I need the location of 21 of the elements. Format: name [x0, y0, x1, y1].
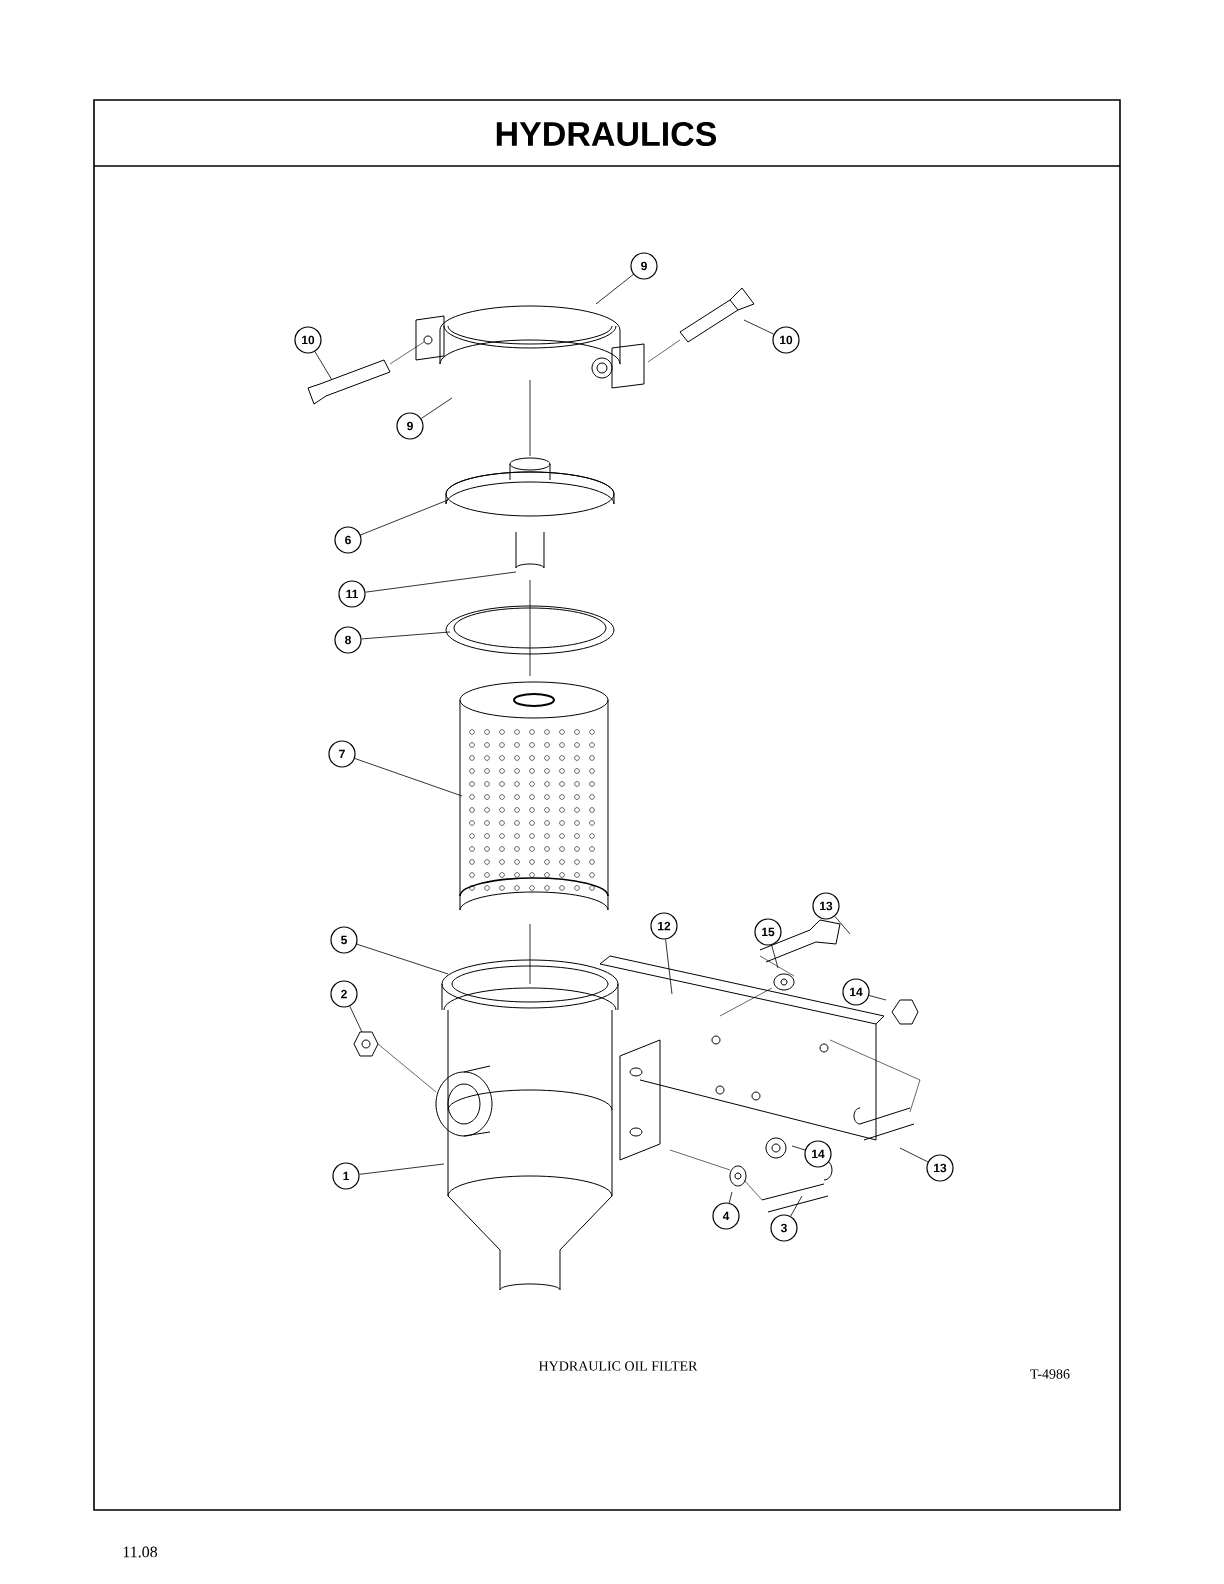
- leader-line: [791, 1145, 806, 1151]
- leader-line: [790, 1195, 803, 1217]
- leader-line: [365, 571, 517, 593]
- leader-line: [360, 499, 449, 536]
- page-number: 11.08: [123, 1546, 158, 1558]
- leader-line: [420, 397, 453, 419]
- leader-line: [728, 1191, 733, 1204]
- leader-line: [356, 943, 449, 975]
- leader-line: [354, 758, 463, 797]
- leader-line: [771, 944, 779, 969]
- leader-line: [314, 351, 333, 381]
- leader-line: [361, 631, 451, 640]
- leader-line: [899, 1147, 929, 1163]
- leader-line: [868, 995, 887, 1001]
- leader-line: [743, 319, 775, 335]
- leader-line: [359, 1163, 445, 1175]
- title: HYDRAULICS: [496, 121, 717, 147]
- leader-line: [349, 1005, 363, 1033]
- leader-line: [595, 274, 634, 305]
- leader-line: [834, 915, 851, 935]
- leader-line: [665, 939, 673, 995]
